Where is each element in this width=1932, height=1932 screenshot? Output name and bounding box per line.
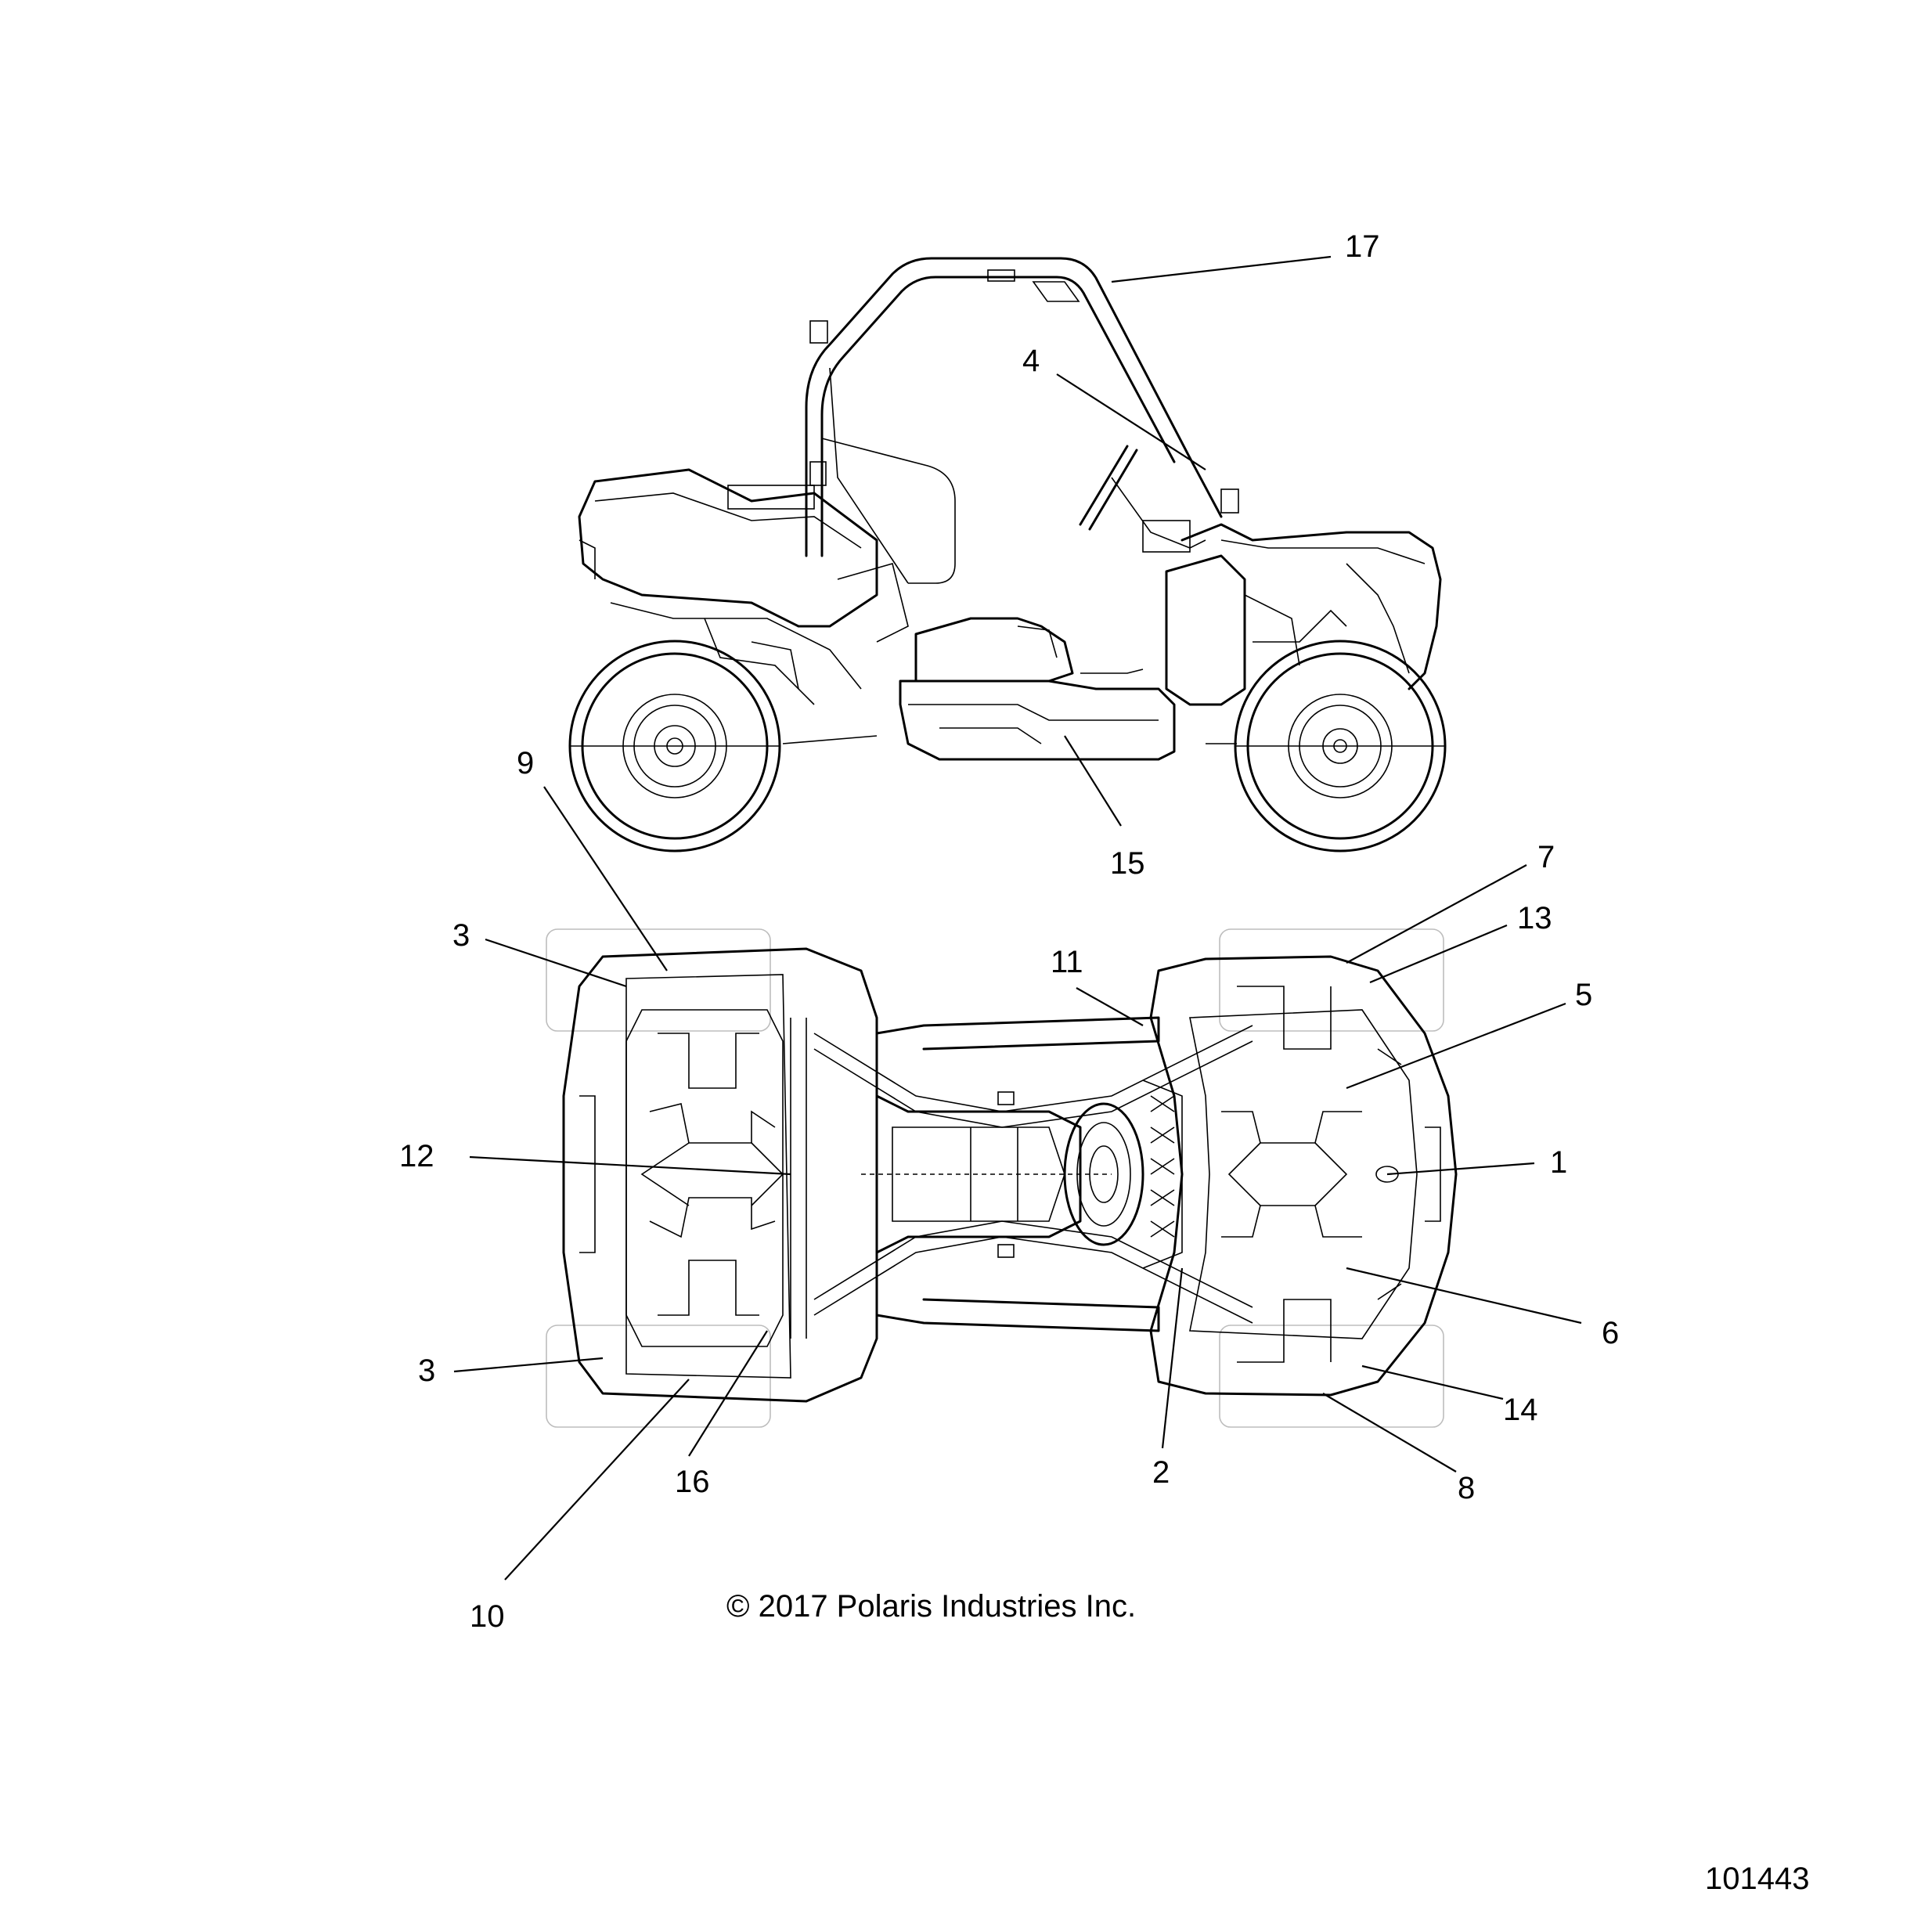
copyright-notice: © 2017 Polaris Industries Inc.	[726, 1589, 1137, 1624]
wheel-outline-front-left	[1219, 928, 1444, 1032]
callout-2: 2	[1152, 1455, 1170, 1490]
floor-rocker	[782, 617, 1237, 761]
callout-16: 16	[675, 1465, 710, 1499]
wheel-outline-front-right	[1219, 1325, 1444, 1428]
callout-17: 17	[1345, 229, 1380, 264]
wheel-outline-rear-right	[546, 1325, 771, 1428]
top-view-vehicle	[546, 928, 1458, 1428]
callout-3-bottom: 3	[418, 1353, 435, 1388]
callout-13: 13	[1517, 901, 1552, 935]
callout-15: 15	[1110, 846, 1145, 881]
callout-labels: 17 4 15 9 3 11 7 13 5 12 1 6 3 14 2 8 16…	[399, 229, 1619, 1634]
rear-cargo-box	[562, 947, 878, 1403]
leader-lines	[453, 255, 1582, 1581]
wheel-outline-rear-left	[546, 928, 771, 1032]
callout-5: 5	[1575, 978, 1592, 1012]
callout-3-top: 3	[452, 918, 470, 953]
callout-11: 11	[1051, 945, 1083, 979]
engine-area	[1063, 1080, 1183, 1269]
document-number: 101443	[1705, 1862, 1810, 1896]
steering-wheel	[1079, 445, 1206, 553]
side-view-vehicle	[568, 257, 1447, 852]
callout-12: 12	[399, 1139, 434, 1173]
callout-9: 9	[517, 746, 534, 780]
callout-6: 6	[1602, 1316, 1619, 1350]
rear-body	[578, 468, 909, 705]
callout-1: 1	[1550, 1145, 1567, 1180]
center-frame	[813, 1016, 1253, 1332]
callout-7: 7	[1537, 840, 1555, 874]
callout-8: 8	[1458, 1471, 1475, 1505]
callout-14: 14	[1503, 1393, 1538, 1427]
rear-wheel-side	[568, 640, 781, 852]
front-body	[1165, 523, 1442, 706]
front-hood	[1149, 955, 1458, 1397]
front-wheel-side	[1234, 640, 1447, 852]
roll-cage	[805, 257, 1239, 584]
callout-4: 4	[1022, 344, 1040, 378]
callout-10: 10	[470, 1599, 505, 1634]
